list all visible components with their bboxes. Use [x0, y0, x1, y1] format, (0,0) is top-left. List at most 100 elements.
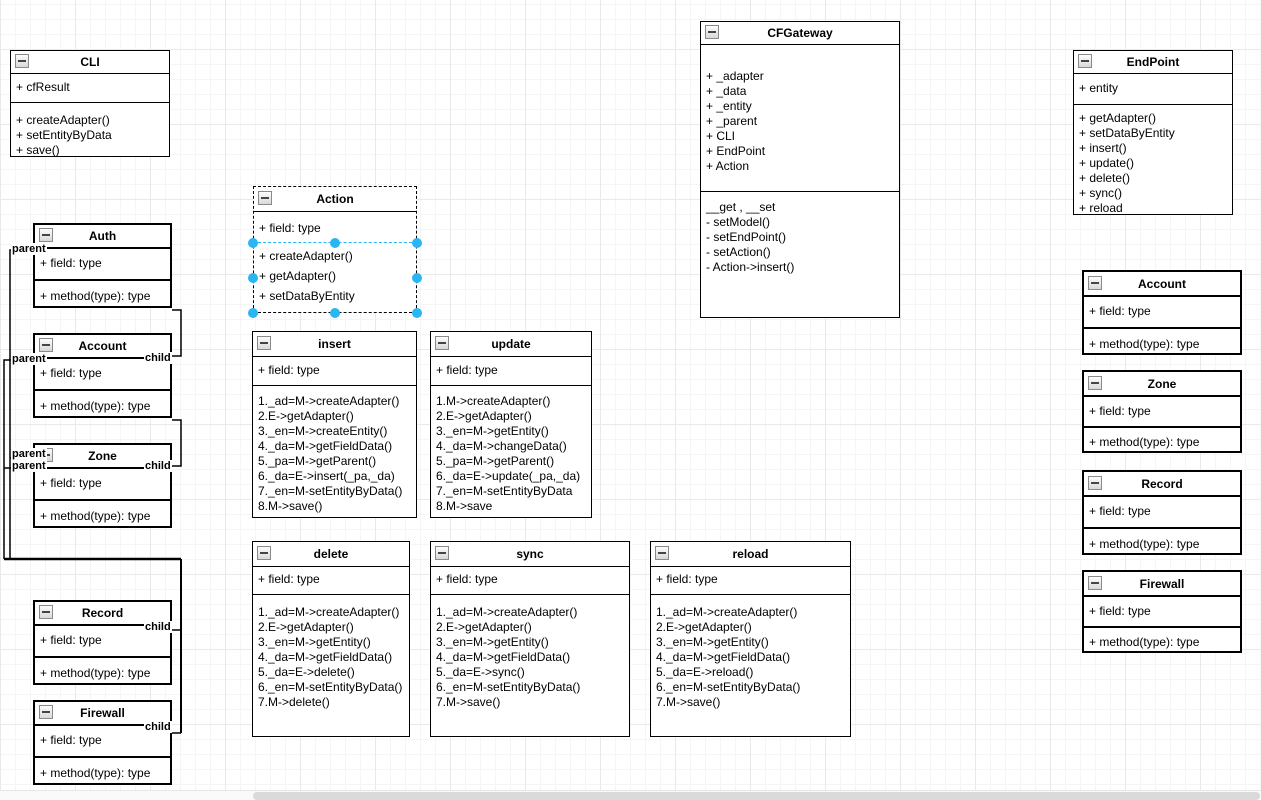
member-row[interactable]: - Action->insert() [706, 260, 795, 274]
member-row[interactable]: 4._da=M->getFieldData() [258, 439, 393, 453]
member-row[interactable]: + field: type [436, 572, 498, 586]
member-row[interactable]: 5._da=E->reload() [656, 665, 754, 679]
collapse-icon[interactable] [435, 336, 449, 350]
member-row[interactable]: 5._pa=M->getParent() [436, 454, 555, 468]
collapse-icon[interactable] [39, 705, 53, 719]
member-row[interactable]: 6._en=M-setEntityByData() [436, 680, 581, 694]
member-row[interactable]: + _entity [706, 99, 752, 113]
member-row[interactable]: 3._en=M->getEntity() [436, 424, 549, 438]
member-row[interactable]: + getAdapter() [259, 269, 337, 283]
member-row[interactable]: + method(type): type [40, 289, 151, 303]
member-row[interactable]: + field: type [1089, 504, 1151, 518]
collapse-icon[interactable] [655, 546, 669, 560]
member-row[interactable]: 4._da=M->getFieldData() [258, 650, 393, 664]
class-box-record-right[interactable]: Record + field: type + method(type): typ… [1082, 470, 1242, 555]
member-row[interactable]: 5._da=E->sync() [436, 665, 525, 679]
member-row[interactable]: 4._da=M->getFieldData() [656, 650, 791, 664]
member-row[interactable]: 2.E->getAdapter() [436, 620, 532, 634]
member-row[interactable]: + CLI [706, 129, 736, 143]
collapse-icon[interactable] [39, 605, 53, 619]
member-row[interactable]: + EndPoint [706, 144, 766, 158]
collapse-icon[interactable] [435, 546, 449, 560]
collapse-icon[interactable] [257, 336, 271, 350]
member-row[interactable]: + field: type [1089, 404, 1151, 418]
collapse-icon[interactable] [1078, 54, 1092, 68]
class-box-sync[interactable]: sync + field: type 1._ad=M->createAdapte… [430, 541, 630, 737]
member-row[interactable]: 7.M->save() [436, 695, 501, 709]
edge-auth-account-child[interactable] [172, 309, 182, 357]
member-row[interactable]: + field: type [258, 572, 320, 586]
class-box-zone-right[interactable]: Zone + field: type + method(type): type [1082, 370, 1242, 453]
member-row[interactable]: + field: type [40, 633, 102, 647]
selection-handle[interactable] [412, 308, 422, 318]
class-box-insert[interactable]: insert + field: type 1._ad=M->createAdap… [252, 331, 417, 518]
class-box-account-left[interactable]: Account + field: type + method(type): ty… [33, 333, 172, 418]
selection-handle[interactable] [412, 273, 422, 283]
member-row[interactable]: + _parent [706, 114, 758, 128]
class-box-zone-left[interactable]: Zone + field: type + method(type): type [33, 443, 172, 528]
member-row[interactable]: + method(type): type [40, 399, 151, 413]
member-row[interactable]: 4._da=M->changeData() [436, 439, 567, 453]
member-row[interactable]: + save() [16, 143, 60, 157]
collapse-icon[interactable] [1088, 475, 1102, 490]
member-row[interactable]: 1._ad=M->createAdapter() [656, 605, 798, 619]
member-row[interactable]: + insert() [1079, 141, 1127, 155]
collapse-icon[interactable] [257, 546, 271, 560]
collapse-icon[interactable] [258, 191, 272, 205]
member-row[interactable]: + field: type [1089, 304, 1151, 318]
member-row[interactable]: + method(type): type [1089, 537, 1200, 551]
selection-handle[interactable] [248, 238, 258, 248]
member-row[interactable]: + field: type [258, 363, 320, 377]
member-row[interactable]: + _adapter [706, 69, 764, 83]
collapse-icon[interactable] [15, 54, 29, 68]
member-row[interactable]: + Action [706, 159, 750, 173]
member-row[interactable]: + method(type): type [40, 509, 151, 523]
member-row[interactable]: + createAdapter() [259, 249, 353, 263]
member-row[interactable]: + sync() [1079, 186, 1123, 200]
class-box-record-left[interactable]: Record + field: type + method(type): typ… [33, 600, 172, 685]
class-box-update[interactable]: update + field: type 1.M->createAdapter(… [430, 331, 592, 518]
member-row[interactable]: 3._en=M->createEntity() [258, 424, 388, 438]
class-box-cfgateway[interactable]: CFGateway + _adapter+ _data+ _entity+ _p… [700, 21, 900, 318]
member-row[interactable]: - setEndPoint() [706, 230, 787, 244]
member-row[interactable]: + cfResult [16, 80, 70, 94]
member-row[interactable]: 8.M->save() [258, 499, 323, 513]
member-row[interactable]: 7.M->save() [656, 695, 721, 709]
member-row[interactable]: 2.E->getAdapter() [436, 409, 532, 423]
member-row[interactable]: 3._en=M->getEntity() [436, 635, 549, 649]
selection-handle[interactable] [412, 238, 422, 248]
edge-account-zone-child[interactable] [172, 419, 182, 467]
class-box-auth[interactable]: Auth + field: type + method(type): type [33, 223, 172, 308]
member-row[interactable]: 3._en=M->getEntity() [656, 635, 769, 649]
member-row[interactable]: + field: type [1089, 604, 1151, 618]
member-row[interactable]: + field: type [436, 363, 498, 377]
member-row[interactable]: + reload [1079, 201, 1123, 215]
member-row[interactable]: + createAdapter() [16, 113, 110, 127]
member-row[interactable]: + update() [1079, 156, 1135, 170]
member-row[interactable]: + setDataByEntity [1079, 126, 1175, 140]
member-row[interactable]: 2.E->getAdapter() [258, 620, 354, 634]
scrollbar-thumb[interactable] [253, 792, 1260, 800]
member-row[interactable]: 5._da=E->delete() [258, 665, 355, 679]
member-row[interactable]: __get , __set [706, 200, 776, 214]
member-row[interactable]: 4._da=M->getFieldData() [436, 650, 571, 664]
member-row[interactable]: + field: type [40, 366, 102, 380]
class-box-cli[interactable]: CLI + cfResult + createAdapter()+ setEnt… [10, 50, 170, 157]
member-row[interactable]: + field: type [40, 476, 102, 490]
member-row[interactable]: + field: type [40, 256, 102, 270]
class-box-reload[interactable]: reload + field: type 1._ad=M->createAdap… [650, 541, 851, 737]
class-box-delete[interactable]: delete + field: type 1._ad=M->createAdap… [252, 541, 410, 737]
collapse-icon[interactable] [1088, 575, 1102, 590]
collapse-icon[interactable] [39, 228, 53, 242]
member-row[interactable]: 3._en=M->getEntity() [258, 635, 371, 649]
selection-handle[interactable] [330, 238, 340, 248]
member-row[interactable]: 2.E->getAdapter() [656, 620, 752, 634]
member-row[interactable]: - setAction() [706, 245, 771, 259]
member-row[interactable]: 8.M->save [436, 499, 493, 513]
member-row[interactable]: + method(type): type [40, 766, 151, 780]
member-row[interactable]: 6._da=E->update(_pa,_da) [436, 469, 581, 483]
collapse-icon[interactable] [39, 338, 53, 352]
class-box-firewall-left[interactable]: Firewall + field: type + method(type): t… [33, 700, 172, 785]
member-row[interactable]: 7._en=M-setEntityByData() [258, 484, 403, 498]
